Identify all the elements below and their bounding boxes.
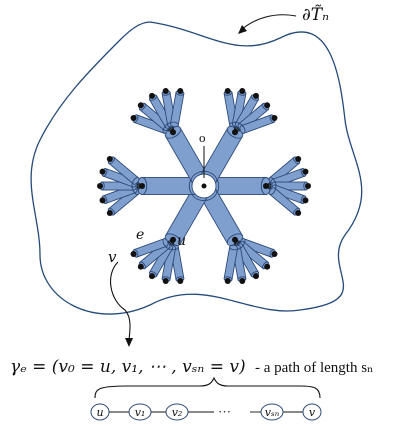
leaf-vertex xyxy=(239,87,246,94)
leaf-vertex xyxy=(149,273,155,280)
leaf-vertex xyxy=(253,92,259,99)
svg-text:u: u xyxy=(96,406,103,419)
branch-vertex xyxy=(139,183,145,189)
leaf-vertex xyxy=(302,197,309,204)
boundary-label-arrowhead xyxy=(238,25,247,34)
leaf-vertex xyxy=(130,114,137,121)
branch-vertex xyxy=(170,129,176,136)
svg-text:v: v xyxy=(309,406,316,419)
leaf-vertex xyxy=(130,251,137,258)
path-node-row: ··· u v₁ v₂ vₛₙ v xyxy=(90,403,322,421)
path-node: u xyxy=(90,403,110,421)
boundary-curve xyxy=(30,21,363,315)
branch-vertex xyxy=(170,236,176,243)
main-edge xyxy=(136,177,200,195)
leaf-vertex xyxy=(137,263,144,270)
leaf-vertex xyxy=(295,209,302,216)
boundary-label: ∂T̃ₙ xyxy=(302,5,329,25)
leaf-vertex xyxy=(106,156,113,163)
leaf-vertex xyxy=(137,102,144,109)
boundary-label-arrow xyxy=(240,14,297,31)
leaf-vertex xyxy=(224,87,231,94)
leaf-vertex xyxy=(264,102,271,109)
leaf-vertex xyxy=(271,114,278,121)
root-label: o xyxy=(199,130,206,145)
svg-text:v₁: v₁ xyxy=(135,406,146,419)
path-arrowhead xyxy=(125,338,133,347)
leaf-vertex xyxy=(99,168,106,175)
branch-vertex xyxy=(232,236,238,243)
leaf-vertex xyxy=(177,87,184,94)
branch-vertex xyxy=(263,183,269,189)
path-arrow xyxy=(109,261,131,341)
leaf-vertex xyxy=(177,278,184,285)
leaf-vertex xyxy=(305,183,311,189)
leaf-vertex xyxy=(162,278,169,285)
vertex-v-label: v xyxy=(108,248,117,266)
leaf-edge xyxy=(239,114,276,134)
path-node: v₂ xyxy=(165,403,189,421)
edge-label: e xyxy=(136,227,144,243)
path-description: - a path of length sₙ xyxy=(255,360,374,376)
leaf-vertex xyxy=(264,263,271,270)
leaf-vertex xyxy=(97,183,103,189)
leaf-vertex xyxy=(302,168,309,175)
leaf-vertex xyxy=(271,251,278,258)
path-node: vₛₙ xyxy=(260,403,284,421)
leaf-vertex xyxy=(162,87,169,94)
path-formula: γₑ = (v₀ = u, v₁, ⋯ , vₛₙ = v) xyxy=(10,357,246,377)
path-ellipsis: ··· xyxy=(218,404,231,419)
path-node: v₁ xyxy=(128,403,152,421)
svg-text:v₂: v₂ xyxy=(172,406,183,419)
leaf-vertex xyxy=(99,197,106,204)
leaf-vertex xyxy=(253,273,259,280)
root-vertex xyxy=(201,183,207,189)
svg-text:vₛₙ: vₛₙ xyxy=(265,406,279,419)
path-brace xyxy=(94,376,321,399)
leaf-vertex xyxy=(239,278,246,285)
branch-vertex xyxy=(232,129,238,136)
main-edge xyxy=(208,177,272,195)
leaf-vertex xyxy=(295,156,302,163)
vertex-u-label: u xyxy=(177,233,186,249)
leaf-vertex xyxy=(149,92,155,99)
tree xyxy=(97,87,311,285)
path-node: v xyxy=(302,403,322,421)
leaf-vertex xyxy=(224,278,231,285)
leaf-vertex xyxy=(106,209,113,216)
